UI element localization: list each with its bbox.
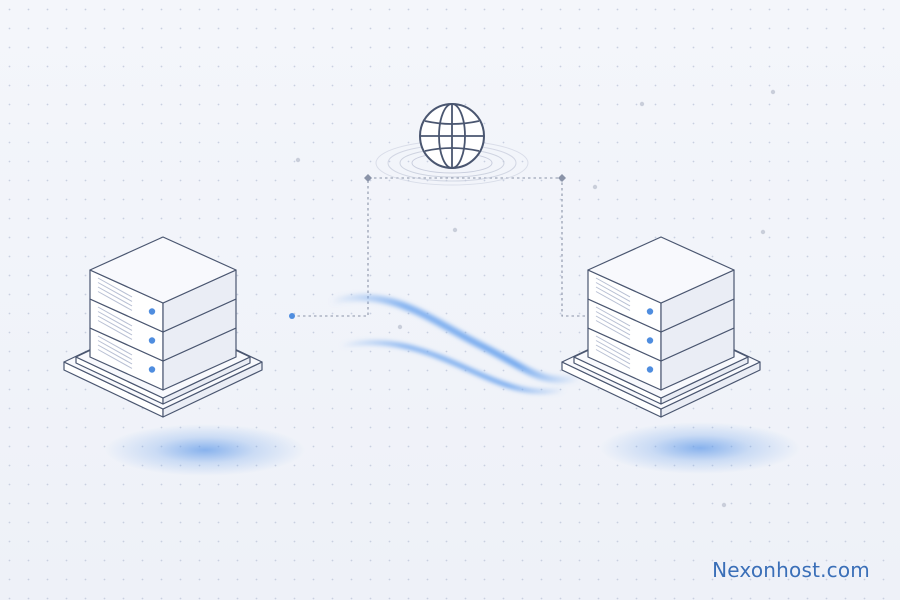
- status-led: [148, 308, 156, 315]
- status-led: [646, 308, 654, 315]
- vent-line: [97, 344, 133, 365]
- server-top: [89, 236, 237, 304]
- vent-line: [97, 306, 133, 327]
- speckle: [770, 89, 776, 95]
- vent-line: [97, 315, 133, 336]
- glow-left: [105, 424, 305, 476]
- data-wave-lower: [337, 340, 568, 395]
- vent-line: [595, 320, 631, 340]
- background-speckles: [295, 89, 776, 508]
- vent-line: [97, 286, 133, 307]
- vent-line: [97, 282, 133, 302]
- speckle: [397, 324, 403, 330]
- vent-line: [595, 306, 631, 327]
- vent-line: [595, 311, 631, 331]
- globe-parallel-south: [424, 147, 480, 152]
- status-led: [646, 337, 654, 344]
- vent-line: [97, 340, 133, 360]
- brand-watermark: Nexonhost.com: [712, 558, 870, 582]
- connector-endpoint-left: [289, 313, 295, 319]
- speckle: [639, 101, 645, 107]
- globe-icon: [375, 103, 529, 186]
- status-led: [148, 337, 156, 344]
- vent-line: [595, 315, 631, 336]
- vent-line: [595, 349, 631, 369]
- vent-line: [595, 277, 631, 298]
- vent-line: [595, 282, 631, 302]
- vent-line: [595, 291, 631, 311]
- status-led: [148, 366, 156, 373]
- vent-line: [595, 335, 631, 356]
- data-wave-upper: [326, 294, 584, 384]
- speckle: [452, 227, 458, 233]
- vent-line: [595, 286, 631, 307]
- server-top: [587, 236, 735, 304]
- server-unit: [89, 269, 237, 333]
- server-left: [63, 236, 263, 418]
- speckle: [295, 157, 301, 163]
- status-led: [646, 366, 654, 373]
- vent-line: [97, 320, 133, 340]
- speckle: [592, 184, 598, 190]
- speckle: [760, 229, 766, 235]
- vent-line: [595, 340, 631, 360]
- connector-node-1: [558, 174, 566, 182]
- connector-node-0: [364, 174, 372, 182]
- vent-line: [97, 349, 133, 369]
- data-waves: [326, 294, 584, 395]
- vent-line: [97, 311, 133, 331]
- vent-line: [595, 344, 631, 365]
- server-right: [561, 236, 761, 418]
- server-unit: [587, 298, 735, 362]
- globe-parallel-north: [424, 120, 480, 125]
- speckle: [721, 502, 727, 508]
- vent-line: [97, 277, 133, 298]
- vent-line: [97, 335, 133, 356]
- server-unit: [89, 327, 237, 391]
- glow-right: [600, 422, 800, 474]
- vent-line: [97, 291, 133, 311]
